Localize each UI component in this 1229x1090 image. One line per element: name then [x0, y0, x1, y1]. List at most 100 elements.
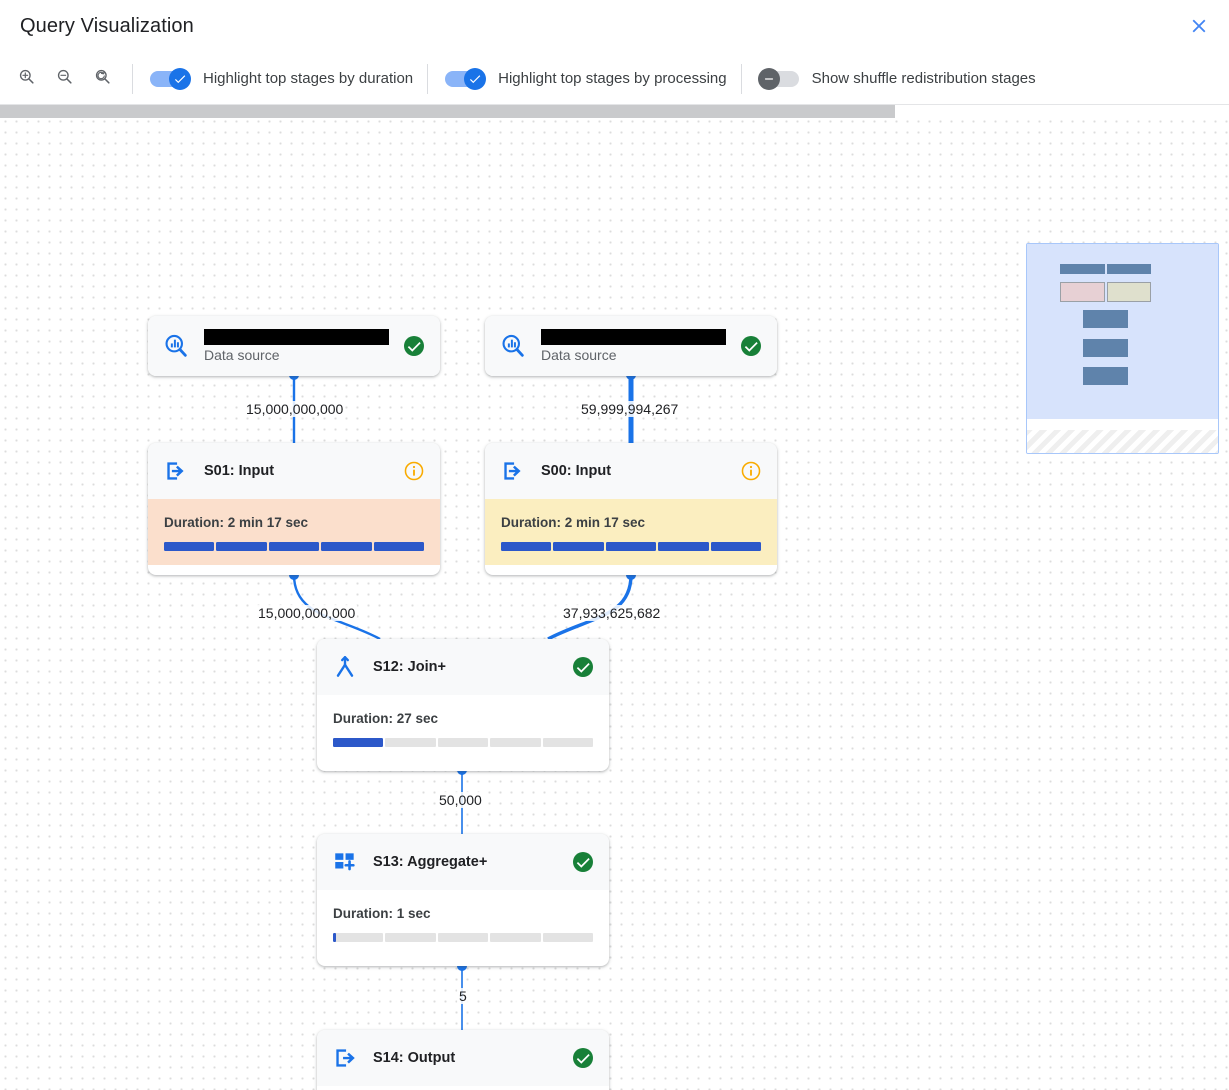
redacted-name [204, 329, 389, 345]
minimap-node [1107, 282, 1151, 302]
edge-label: 50,000 [437, 792, 484, 808]
toggle-label-processing: Highlight top stages by processing [498, 70, 727, 87]
node-header: Data source [485, 316, 777, 376]
node-header: S00: Input [485, 443, 777, 499]
minimap-node [1107, 264, 1151, 274]
minimap-node [1083, 339, 1128, 357]
toolbar-divider-2 [427, 63, 429, 94]
graph-minimap[interactable] [1026, 243, 1219, 454]
status-badge-info [402, 459, 426, 483]
progress-bar [501, 542, 762, 551]
duration-label: Duration: 2 min 17 sec [501, 515, 646, 530]
zoom-out-button[interactable] [48, 63, 80, 95]
duration-label: Duration: 1 sec [333, 906, 431, 921]
progress-bar [333, 933, 594, 942]
status-badge-success [571, 655, 595, 679]
horizontal-scrollbar-thumb[interactable] [0, 105, 895, 118]
graph-canvas[interactable]: 15,000,000,000 59,999,994,267 15,000,000… [0, 105, 1229, 1090]
data-source-text: Data source [541, 329, 731, 363]
toggle-show-shuffle-stages[interactable] [757, 67, 800, 90]
edge-label: 37,933,625,682 [561, 605, 663, 621]
node-title: S01: Input [204, 463, 275, 479]
node-title: S00: Input [541, 463, 612, 479]
output-arrow-icon [331, 1044, 359, 1072]
node-header: Data source [148, 316, 440, 376]
toggle-group-duration: Highlight top stages by duration [149, 53, 427, 104]
zoom-in-button[interactable] [10, 63, 42, 95]
node-body: Duration: 27 sec [317, 695, 609, 761]
node-title: S14: Output [373, 1050, 456, 1066]
zoom-in-icon [17, 67, 36, 91]
zoom-reset-button[interactable] [86, 63, 118, 95]
toggle-thumb [464, 67, 487, 90]
node-stage-s12-join[interactable]: S12: Join+ Duration: 27 sec [317, 639, 609, 771]
data-source-text: Data source [204, 329, 394, 363]
node-data-source-left[interactable]: Data source [148, 316, 440, 376]
status-badge-success [571, 850, 595, 874]
node-stage-s01-input[interactable]: S01: Input Duration: 2 min 17 sec [148, 443, 440, 575]
progress-bar [333, 738, 594, 747]
toolbar-divider-1 [132, 63, 133, 94]
check-icon [468, 72, 482, 86]
input-arrow-icon [499, 457, 527, 485]
redacted-name [541, 329, 726, 345]
toggle-group-shuffle: Show shuffle redistribution stages [757, 53, 1050, 104]
node-stage-s14-output[interactable]: S14: Output Duration: 0.46 sec [317, 1030, 609, 1090]
input-arrow-icon [162, 457, 190, 485]
edge-label: 15,000,000,000 [256, 605, 358, 621]
check-icon [173, 72, 187, 86]
node-header: S01: Input [148, 443, 440, 499]
minimap-hatched-area [1027, 430, 1218, 453]
minimap-node [1083, 310, 1128, 328]
toggle-highlight-by-processing[interactable] [444, 67, 487, 90]
toggle-label-duration: Highlight top stages by duration [203, 70, 414, 87]
zoom-reset-icon [93, 67, 112, 91]
node-header: S14: Output [317, 1030, 609, 1086]
toggle-label-shuffle: Show shuffle redistribution stages [811, 70, 1036, 87]
edge-label: 15,000,000,000 [244, 401, 346, 417]
zoom-out-icon [55, 67, 74, 91]
status-badge-success [402, 334, 426, 358]
status-badge-success [571, 1046, 595, 1070]
data-source-subtitle: Data source [541, 347, 617, 363]
minimap-node [1083, 367, 1128, 385]
node-data-source-right[interactable]: Data source [485, 316, 777, 376]
join-icon [331, 653, 359, 681]
duration-label: Duration: 27 sec [333, 711, 439, 726]
data-source-subtitle: Data source [204, 347, 280, 363]
dialog-header: Query Visualization [0, 0, 1229, 53]
progress-bar [164, 542, 425, 551]
horizontal-scrollbar-track[interactable] [0, 105, 1229, 118]
data-source-search-icon [499, 332, 527, 360]
node-title: S12: Join+ [373, 659, 446, 675]
toggle-thumb [757, 67, 780, 90]
page-title: Query Visualization [20, 15, 194, 37]
node-body: Duration: 2 min 17 sec [485, 499, 777, 565]
edge-label: 59,999,994,267 [579, 401, 681, 417]
visualization-toolbar: Highlight top stages by duration Highlig… [0, 53, 1229, 105]
minimap-node [1060, 264, 1105, 274]
minimap-node [1060, 282, 1105, 302]
toolbar-divider-3 [740, 63, 742, 94]
toggle-thumb [169, 67, 191, 90]
data-source-search-icon [162, 332, 190, 360]
node-body: Duration: 2 min 17 sec [148, 499, 440, 565]
zoom-controls [10, 63, 132, 95]
node-header: S13: Aggregate+ [317, 834, 609, 890]
close-icon [1188, 15, 1210, 37]
duration-label: Duration: 2 min 17 sec [164, 515, 309, 530]
toggle-highlight-by-duration[interactable] [149, 67, 191, 90]
node-header: S12: Join+ [317, 639, 609, 695]
node-title: S13: Aggregate+ [373, 854, 488, 870]
status-badge-info [739, 459, 763, 483]
node-stage-s00-input[interactable]: S00: Input Duration: 2 min 17 sec [485, 443, 777, 575]
node-body: Duration: 1 sec [317, 890, 609, 956]
status-badge-success [739, 334, 763, 358]
toggle-group-processing: Highlight top stages by processing [444, 53, 740, 104]
minus-icon [762, 72, 776, 86]
node-stage-s13-aggregate[interactable]: S13: Aggregate+ Duration: 1 sec [317, 834, 609, 966]
aggregate-icon [331, 848, 359, 876]
node-body: Duration: 0.46 sec [317, 1086, 609, 1090]
close-button[interactable] [1181, 8, 1217, 44]
edge-label: 5 [457, 988, 469, 1004]
